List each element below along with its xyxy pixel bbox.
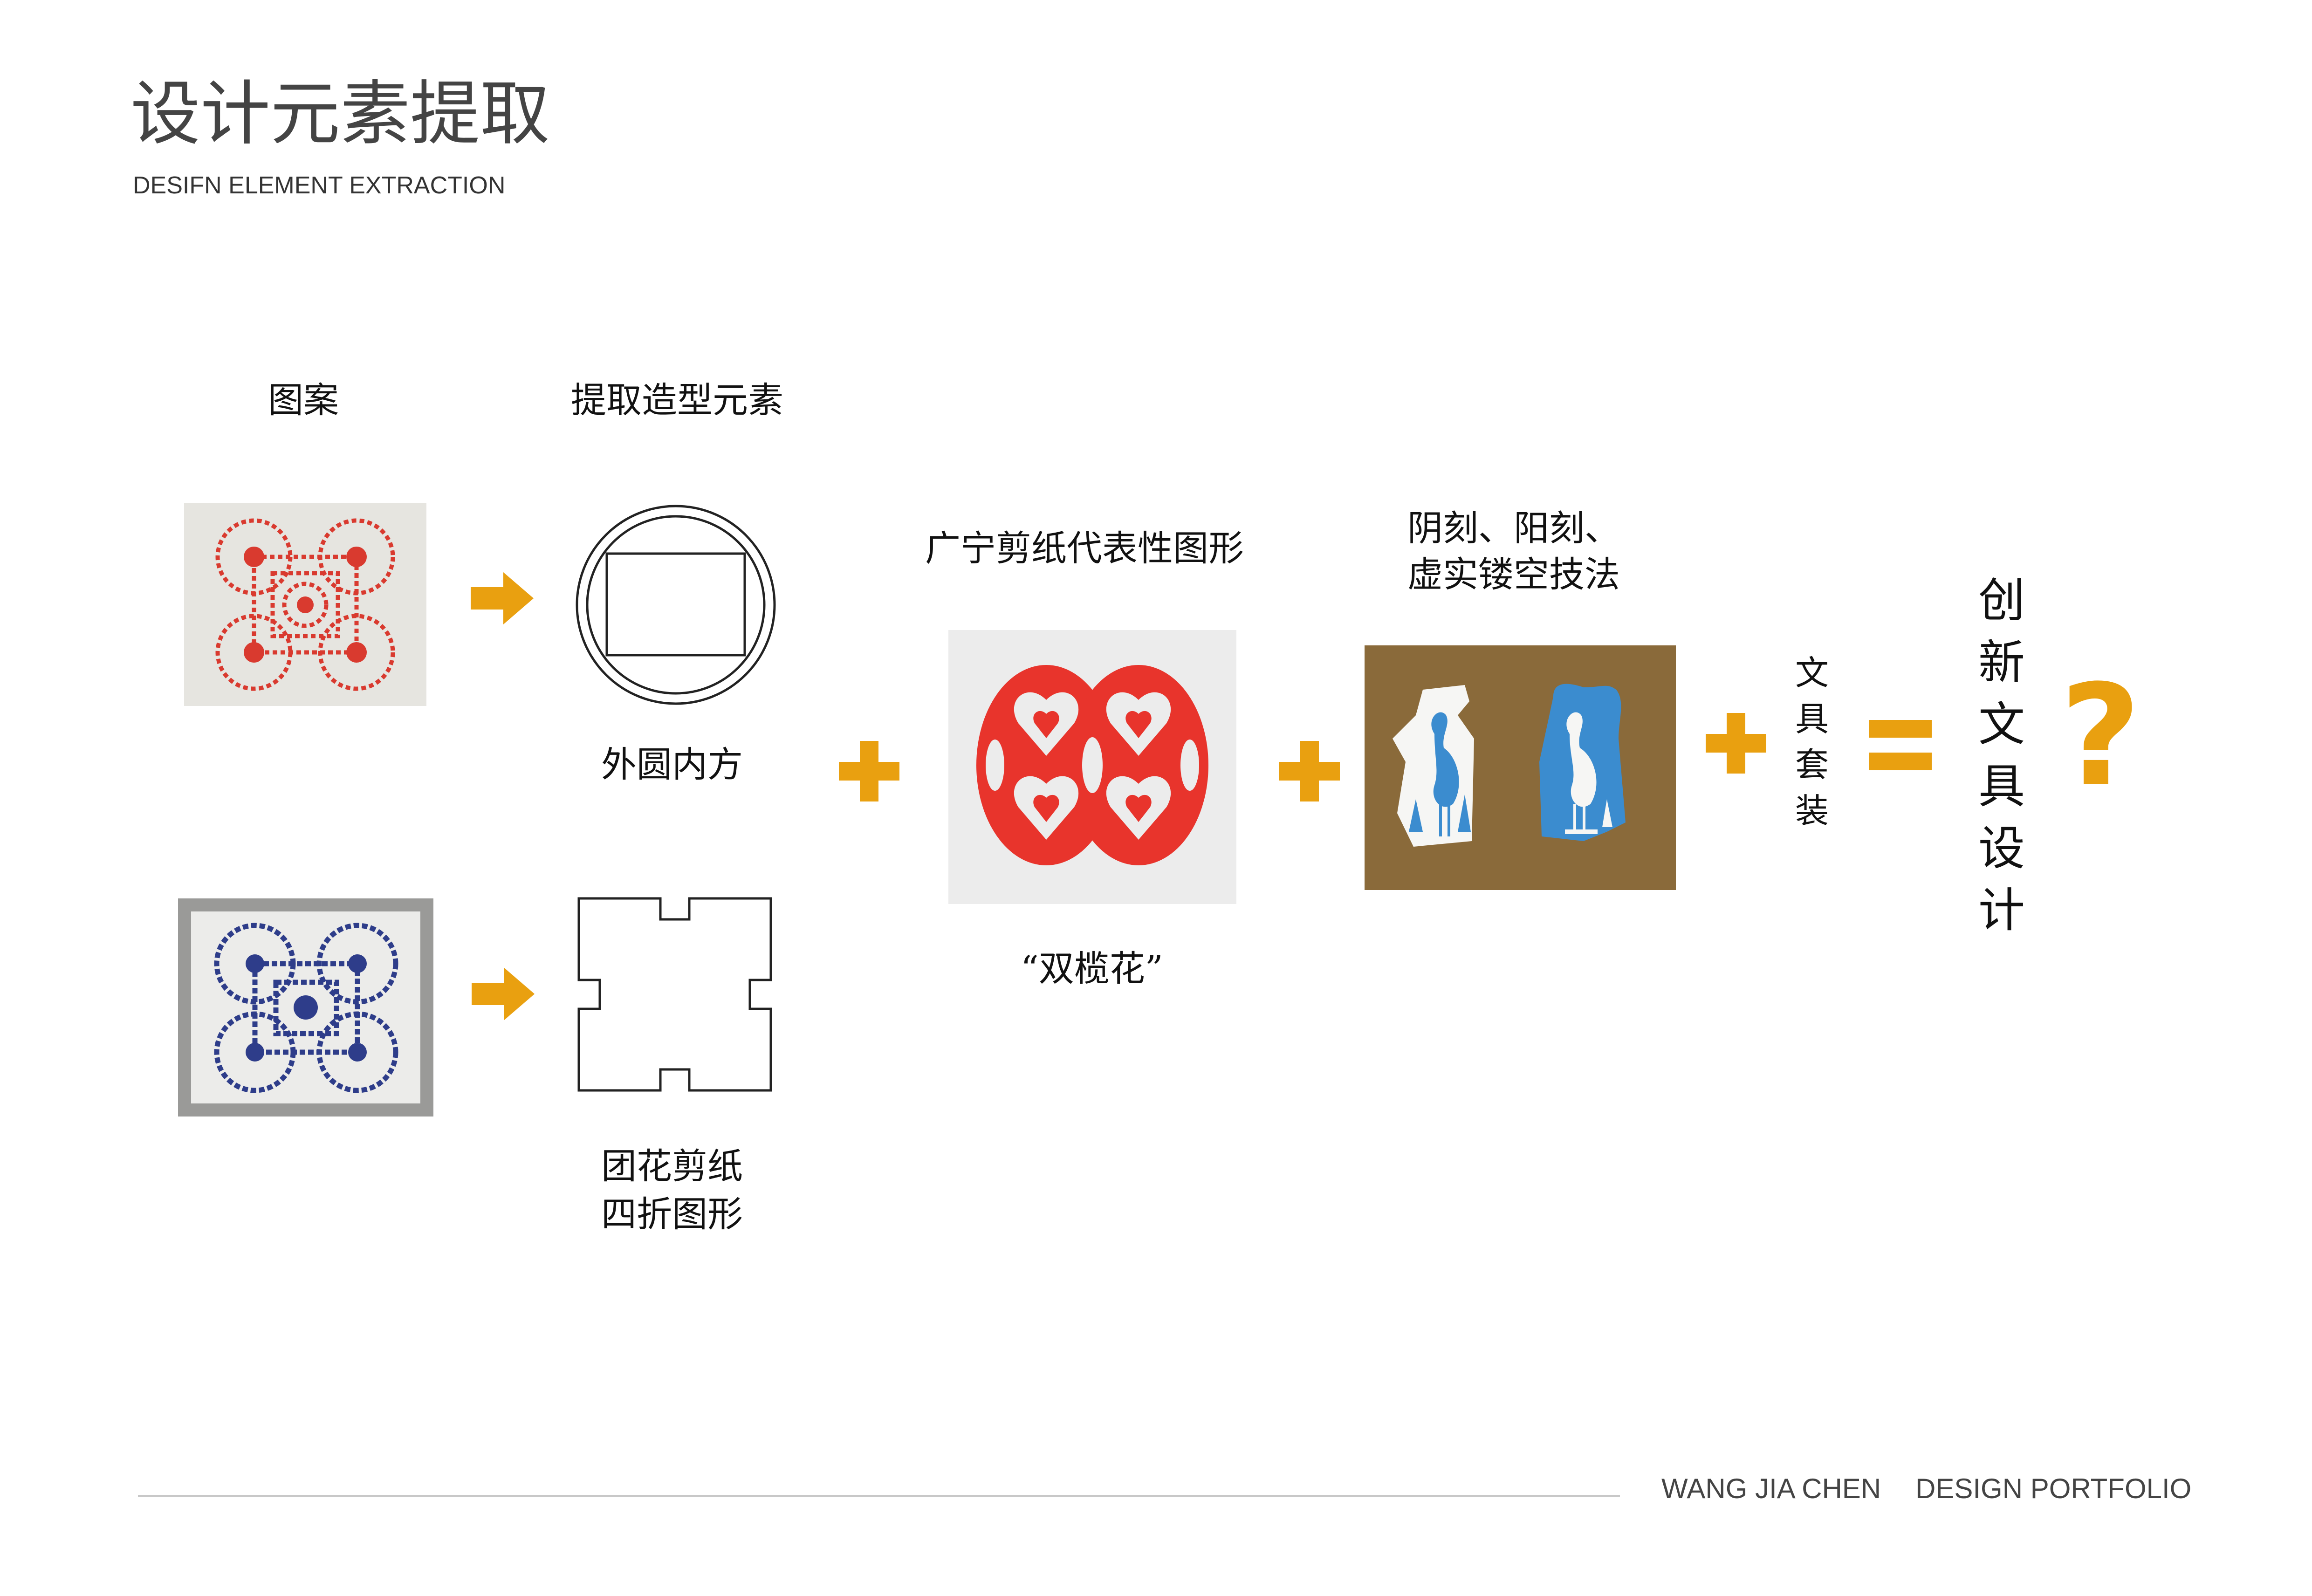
equals-icon	[1869, 720, 1932, 770]
innovative-stationery-vertical-text: 创 新 文 具 设 计	[1978, 569, 2025, 941]
result-char: 计	[1978, 883, 2025, 938]
outer-circle-label: 外圆内方	[601, 744, 743, 785]
technique-label-line1: 阴刻、阳刻、	[1407, 507, 1620, 549]
stationery-set-vertical-text: 文 具 套 装	[1795, 650, 1829, 834]
page-subtitle: DESIFN ELEMENT EXTRACTION	[133, 172, 506, 199]
outer-circle-inner-square-diagram	[576, 505, 776, 705]
result-char: 创	[1978, 573, 2025, 628]
stationery-char: 具	[1795, 699, 1829, 739]
representative-label: 广宁剪纸代表性图形	[925, 527, 1244, 569]
extract-column-label: 提取造型元素	[571, 379, 783, 421]
result-char: 设	[1978, 821, 2025, 876]
pattern-column-label: 图案	[268, 379, 339, 421]
page-title: 设计元素提取	[130, 74, 550, 155]
stationery-char: 文	[1795, 653, 1829, 692]
arrow-right-icon	[471, 572, 534, 624]
four-fold-diagram	[577, 897, 772, 1092]
fold-label-line1: 团花剪纸	[601, 1145, 743, 1187]
plus-icon	[1706, 713, 1766, 774]
double-flower-papercut	[948, 630, 1236, 904]
fold-label-line2: 四折图形	[601, 1193, 743, 1235]
blue-papercut-photo	[178, 898, 433, 1117]
plus-icon	[839, 741, 899, 801]
footer-divider	[138, 1495, 1620, 1497]
red-papercut-photo	[184, 503, 426, 706]
plus-icon	[1279, 741, 1340, 801]
result-char: 新	[1978, 635, 2025, 690]
crane-papercut-photo	[1365, 645, 1676, 890]
result-char: 文	[1978, 697, 2025, 752]
result-char: 具	[1978, 759, 2025, 814]
stationery-char: 套	[1795, 745, 1829, 785]
footer-author: WANG JIA CHEN	[1661, 1473, 1881, 1504]
stationery-char: 装	[1795, 791, 1829, 830]
question-mark: ?	[2060, 655, 2141, 817]
double-flower-label: “双榄花”	[1021, 948, 1163, 989]
arrow-right-icon	[472, 968, 535, 1020]
technique-label: 阴刻、阳刻、 虚实镂空技法	[1407, 506, 1620, 598]
fold-label: 团花剪纸 四折图形	[601, 1143, 743, 1238]
footer-portfolio: DESIGN PORTFOLIO	[1915, 1473, 2192, 1504]
technique-label-line2: 虚实镂空技法	[1407, 553, 1620, 595]
